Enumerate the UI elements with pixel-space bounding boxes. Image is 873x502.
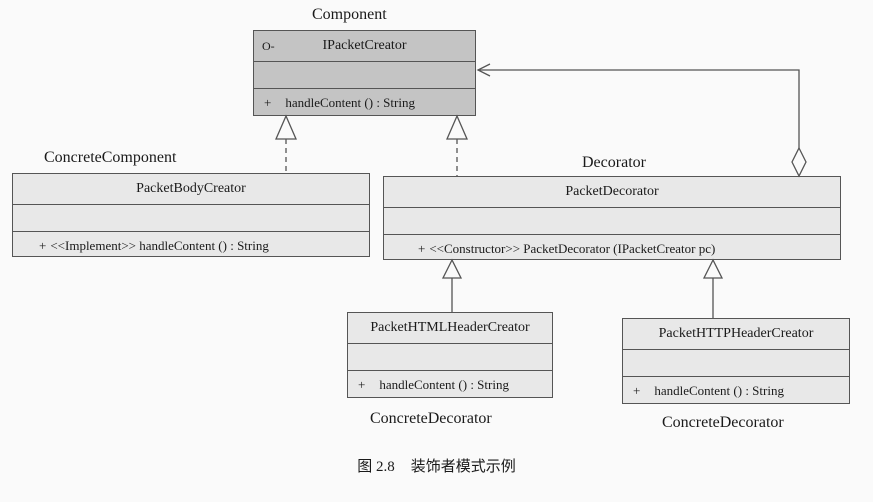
class-title: PacketHTTPHeaderCreator: [658, 326, 814, 341]
attribute-compartment: [623, 350, 849, 377]
operation-text: handleContent () : String: [379, 377, 509, 392]
attribute-compartment: [254, 62, 475, 89]
operation-text: <<Constructor>> PacketDecorator (IPacket…: [429, 241, 716, 256]
class-packet-body-creator[interactable]: PacketBodyCreator +<<Implement>> handleC…: [12, 173, 370, 257]
figure-caption: 图 2.8 装饰者模式示例: [0, 455, 873, 476]
public-visibility-icon: +: [264, 95, 272, 110]
attribute-compartment: [13, 205, 369, 232]
figure-number: 图 2.8: [357, 459, 395, 475]
class-name: PacketHTTPHeaderCreator: [623, 319, 849, 350]
class-name: PacketHTMLHeaderCreator: [348, 313, 552, 344]
realization-arrowhead-decorator: [446, 114, 468, 140]
generalization-arrowhead-http: [702, 258, 724, 279]
aggregation-arrowhead: [476, 63, 491, 77]
class-title: IPacketCreator: [322, 38, 407, 53]
class-packet-html-header-creator[interactable]: PacketHTMLHeaderCreator + handleContent (…: [347, 312, 553, 398]
concrete-decorator-label-1: ConcreteDecorator: [370, 410, 492, 427]
component-label: Component: [312, 6, 387, 23]
concrete-decorator-label-2: ConcreteDecorator: [662, 414, 784, 431]
generalization-arrowhead-html: [441, 258, 463, 279]
figure-title: 装饰者模式示例: [410, 459, 516, 475]
operation-text: handleContent () : String: [285, 95, 415, 110]
public-visibility-icon: +: [358, 377, 366, 392]
class-title: PacketBodyCreator: [136, 181, 246, 196]
concrete-component-label: ConcreteComponent: [44, 149, 177, 166]
class-ipacket-creator[interactable]: O- IPacketCreator + handleContent () : St…: [253, 30, 476, 116]
aggregation-diamond: [791, 146, 807, 178]
operation: + handleContent () : String: [348, 371, 552, 399]
class-name: O- IPacketCreator: [254, 31, 475, 62]
attribute-compartment: [384, 208, 840, 235]
operation: +<<Implement>> handleContent () : String: [13, 232, 369, 260]
operation-text: <<Implement>> handleContent () : String: [50, 238, 269, 253]
class-name: PacketDecorator: [384, 177, 840, 208]
operation-text: handleContent () : String: [654, 383, 784, 398]
operation: +<<Constructor>> PacketDecorator (IPacke…: [384, 235, 840, 263]
public-visibility-icon: +: [39, 238, 47, 253]
public-visibility-icon: +: [418, 241, 426, 256]
class-packet-http-header-creator[interactable]: PacketHTTPHeaderCreator + handleContent (…: [622, 318, 850, 404]
aggregation-line: [478, 69, 800, 148]
operation: + handleContent () : String: [254, 89, 475, 117]
interface-icon: O-: [262, 39, 275, 53]
public-visibility-icon: +: [633, 383, 641, 398]
class-title: PacketHTMLHeaderCreator: [370, 320, 530, 335]
class-packet-decorator[interactable]: PacketDecorator +<<Constructor>> PacketD…: [383, 176, 841, 260]
realization-arrowhead-body: [275, 114, 297, 140]
class-name: PacketBodyCreator: [13, 174, 369, 205]
decorator-label: Decorator: [582, 154, 646, 171]
class-title: PacketDecorator: [565, 184, 659, 199]
attribute-compartment: [348, 344, 552, 371]
operation: + handleContent () : String: [623, 377, 849, 405]
